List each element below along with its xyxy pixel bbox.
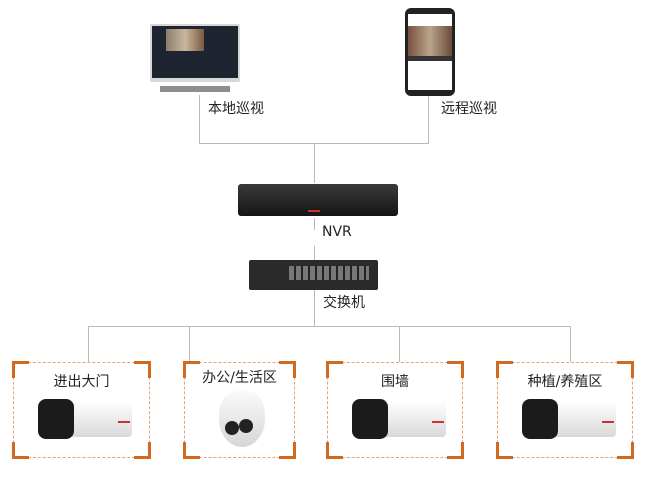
camera-zone-farm: 种植/养殖区 xyxy=(496,361,634,459)
camera-zone-gate: 进出大门 xyxy=(12,361,151,459)
bullet-camera-icon xyxy=(38,397,134,443)
connector xyxy=(314,246,315,260)
bullet-camera-icon xyxy=(522,397,618,443)
switch-device-icon xyxy=(249,260,378,290)
connector xyxy=(399,326,400,362)
zone-label: 进出大门 xyxy=(53,374,110,390)
zone-label: 办公/生活区 xyxy=(202,370,277,386)
connector xyxy=(314,290,315,326)
connector xyxy=(314,218,315,230)
connector xyxy=(428,96,429,143)
connector xyxy=(199,95,200,143)
zone-label: 种植/养殖区 xyxy=(527,374,603,390)
switch-label: 交换机 xyxy=(323,295,365,311)
zone-label: 围墙 xyxy=(381,374,409,390)
monitor-icon xyxy=(150,24,240,94)
connector xyxy=(88,326,571,327)
connector xyxy=(189,326,190,362)
camera-zone-wall: 围墙 xyxy=(326,361,464,459)
nvr-device-icon xyxy=(238,184,398,216)
remote-monitoring-label: 远程巡视 xyxy=(441,101,497,117)
connector xyxy=(88,326,89,362)
camera-zone-office: 办公/生活区 xyxy=(183,361,296,459)
dome-camera-icon xyxy=(219,391,265,449)
phone-icon xyxy=(405,8,455,96)
nvr-label: NVR xyxy=(322,224,352,240)
bullet-camera-icon xyxy=(352,397,448,443)
local-monitoring-label: 本地巡视 xyxy=(208,101,264,117)
connector xyxy=(570,326,571,362)
connector xyxy=(314,143,315,183)
